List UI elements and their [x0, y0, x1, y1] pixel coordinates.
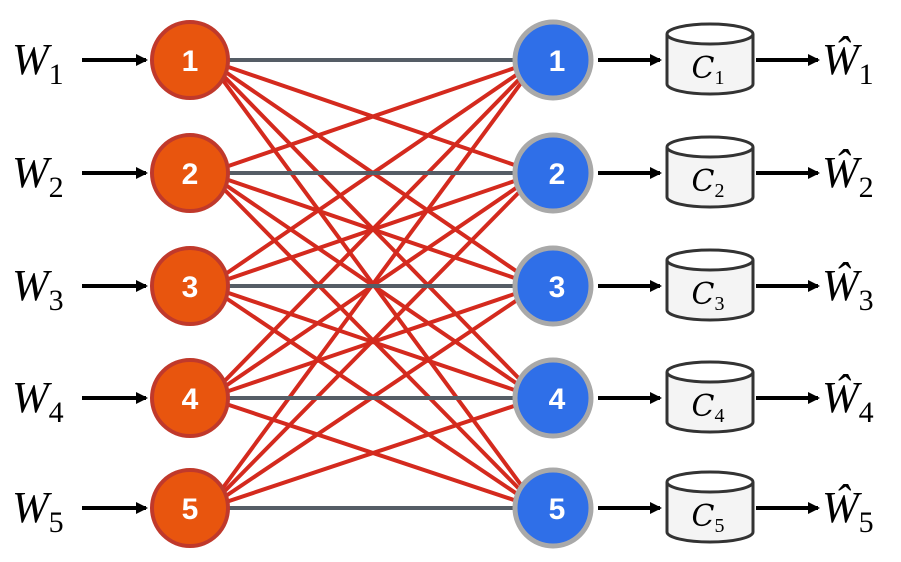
receiver-node-1: 1 — [512, 19, 594, 101]
receiver-node-label: 5 — [549, 493, 566, 526]
source-node-1: 1 — [150, 20, 230, 100]
cylinder-database-icon-3: C3 — [665, 248, 755, 322]
cylinder-database-icon-4: C4 — [665, 360, 755, 434]
receiver-node-5: 5 — [512, 467, 594, 549]
receiver-node-3: 3 — [512, 245, 594, 327]
arrows-layer — [82, 54, 820, 514]
cross-link-5-to-2 — [206, 171, 540, 510]
cache-label: C1 — [692, 51, 725, 89]
receiver-node-label: 4 — [549, 383, 566, 416]
output-label-5: Ŵ5 — [822, 483, 874, 539]
cylinder-database-icon-5: C5 — [665, 470, 755, 544]
input-label-4: W4 — [12, 373, 64, 429]
source-node-label: 5 — [182, 493, 199, 526]
source-node-label: 4 — [182, 383, 199, 416]
source-node-5: 5 — [150, 468, 230, 548]
receiver-node-label: 1 — [549, 45, 566, 78]
cross-link-2-to-1 — [207, 57, 540, 175]
links-layer — [206, 55, 540, 513]
source-node-label: 3 — [182, 271, 199, 304]
cache-label: C4 — [692, 389, 725, 427]
cross-link-4-to-1 — [206, 58, 540, 400]
cache-label: C2 — [692, 164, 725, 202]
source-node-4: 4 — [150, 358, 230, 438]
source-node-2: 2 — [150, 133, 230, 213]
cross-link-5-to-4 — [207, 395, 540, 510]
input-label-3: W3 — [12, 261, 64, 317]
output-label-4: Ŵ4 — [822, 373, 874, 429]
input-label-1: W1 — [12, 35, 64, 91]
output-label-3: Ŵ3 — [822, 261, 874, 317]
receiver-node-2: 2 — [512, 132, 594, 214]
source-node-3: 3 — [150, 246, 230, 326]
output-label-1: Ŵ1 — [822, 35, 874, 91]
cylinder-database-icon-2: C2 — [665, 135, 755, 209]
source-node-label: 1 — [182, 45, 199, 78]
receiver-node-label: 3 — [549, 271, 566, 304]
cache-label: C5 — [692, 499, 725, 537]
cache-label: C3 — [692, 277, 725, 315]
receiver-node-4: 4 — [512, 357, 594, 439]
input-label-2: W2 — [12, 148, 64, 204]
source-node-label: 2 — [182, 158, 199, 191]
output-label-2: Ŵ2 — [822, 148, 874, 204]
cylinder-database-icon-1: C1 — [665, 22, 755, 96]
input-label-5: W5 — [12, 483, 64, 539]
receiver-node-label: 2 — [549, 158, 566, 191]
